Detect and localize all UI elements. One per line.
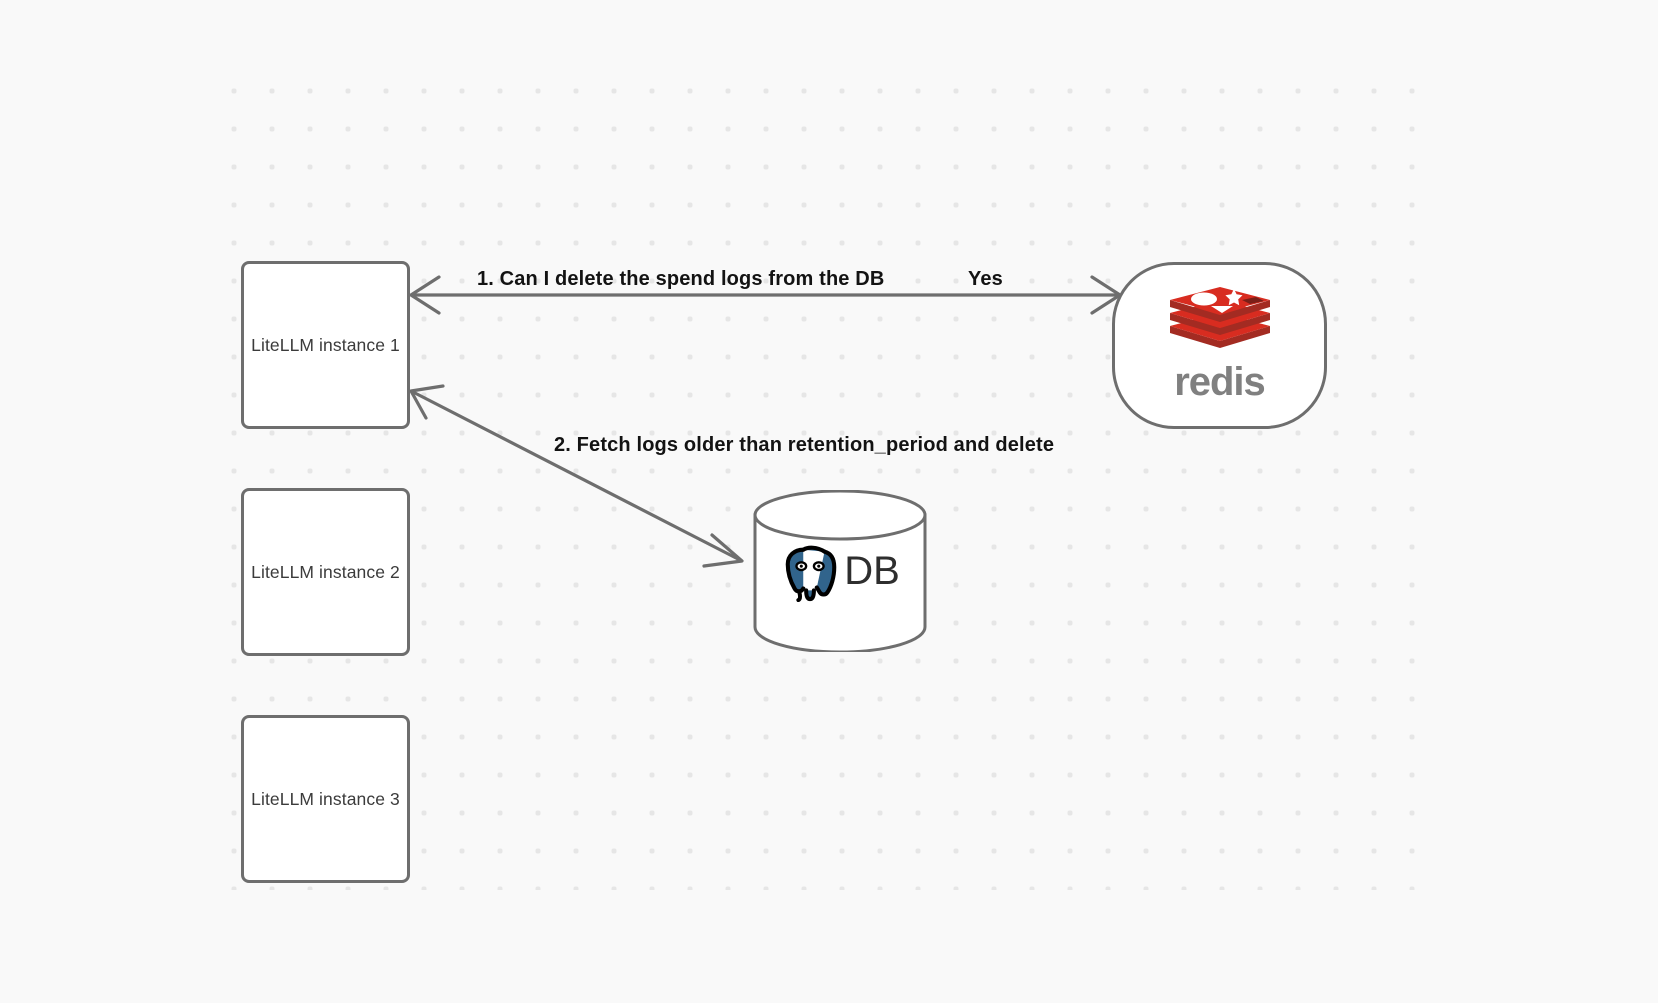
edge-label-fetch-delete: 2. Fetch logs older than retention_perio… xyxy=(554,434,1055,456)
database-cylinder-icon xyxy=(753,489,927,654)
redis-stack-icon xyxy=(1169,287,1270,348)
node-litellm-instance-1[interactable]: LiteLLM instance 1 xyxy=(241,261,410,429)
node-postgres-db[interactable]: DB xyxy=(752,489,928,654)
db-label: DB xyxy=(844,548,900,593)
node-litellm-instance-3[interactable]: LiteLLM instance 3 xyxy=(241,715,410,883)
node-litellm-instance-2[interactable]: LiteLLM instance 2 xyxy=(241,488,410,656)
edge-label-reply: Yes xyxy=(968,268,1003,290)
edge-litellm1-db xyxy=(409,384,744,568)
postgresql-elephant-icon xyxy=(785,545,837,602)
node-label: LiteLLM instance 1 xyxy=(251,334,400,355)
redis-logo: redis xyxy=(1164,286,1276,405)
edge-label-request: 1. Can I delete the spend logs from the … xyxy=(477,268,885,290)
node-label: LiteLLM instance 2 xyxy=(251,561,400,582)
node-label: LiteLLM instance 3 xyxy=(251,788,400,809)
node-redis[interactable]: redis xyxy=(1112,262,1327,429)
redis-wordmark: redis xyxy=(1174,360,1266,404)
